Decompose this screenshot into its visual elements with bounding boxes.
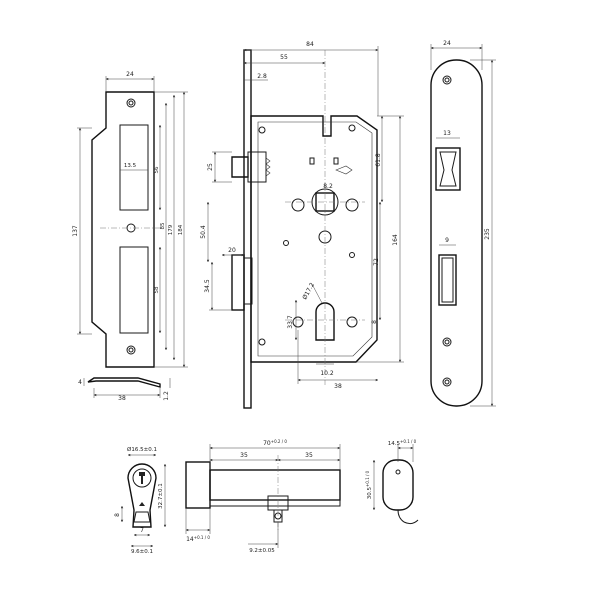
strike-thickness-label: 1.2 (163, 391, 170, 401)
lock-case-outline (250, 115, 378, 363)
cam-height-label: 8 (371, 320, 378, 324)
dead-bolt (231, 254, 245, 311)
face-bottom-screw-hole (442, 337, 452, 347)
strike-slot-depth-label: 13.5 (124, 163, 137, 169)
strike-upper-slot-label: 56 (154, 166, 160, 173)
face-latch-opening (435, 147, 461, 191)
thumbturn-width-top-label: 14.5+0.1 / 0 (388, 439, 417, 447)
strike-bottom-screw-hole (126, 345, 136, 355)
strike-outer-height-label: 184 (178, 224, 184, 235)
cylinder-side-view: 70+0.2 / 0 35 35 14+0.1 / 0 9.2±0.05 (185, 439, 341, 554)
strike-plate-outline (91, 91, 155, 368)
face-top-screw-hole (442, 75, 452, 85)
thumbturn-outline (382, 459, 414, 511)
strike-center-distance-label: 85 (160, 222, 166, 229)
strike-flange-label: 4 (78, 379, 82, 386)
cyl-front-base-width-label: 9.6±0.1 (131, 549, 153, 555)
face-plate-view: 24 13 9 235 (430, 40, 496, 407)
cyl-front-cam-width-label: 7 (140, 527, 144, 534)
latch-bolt (231, 156, 249, 178)
face-bolt-width-label: 9 (445, 237, 449, 244)
lock-backset-label: 55 (280, 54, 288, 61)
thumbturn-knob-side (185, 461, 211, 509)
strike-top-screw-hole (126, 98, 136, 108)
bolt-height-label: 34.5 (204, 279, 211, 293)
cyl-half-b-label: 35 (305, 452, 313, 459)
strike-side-profile (87, 377, 161, 388)
latch-height-label: 25 (207, 163, 214, 171)
spindle-to-cylinder-label: 72 (373, 258, 380, 266)
cylinder-front-view: Ø16.5±0.1 8 32.7±0.1 7 9.6±0.1 (114, 446, 167, 555)
strike-inner-height-label: 179 (168, 224, 174, 235)
cyl-half-a-label: 35 (240, 452, 248, 459)
face-plate-outline (430, 59, 483, 407)
strike-upper-slot (119, 124, 149, 211)
strike-top-width-label: 24 (126, 71, 134, 78)
cylinder-offset-label: 33.7 (287, 315, 294, 329)
cylinder-hole-dia-label: Ø17.2 (301, 282, 316, 301)
cyl-front-diameter-label: Ø16.5±0.1 (127, 446, 157, 453)
faceplate-thickness-label: 2.8 (257, 73, 267, 80)
cyl-front-profile-height-label: 32.7±0.1 (158, 483, 164, 509)
cylinder-front-profile (127, 463, 157, 528)
strike-lower-slot-label: 58 (154, 286, 160, 293)
face-height-label: 235 (484, 228, 491, 240)
cylinder-hole (315, 302, 335, 341)
lock-width-label: 84 (306, 41, 314, 48)
cam-width-label: 10.2 (320, 370, 334, 377)
strike-bottom-width-label: 38 (118, 395, 126, 402)
lock-faceplate-side (243, 49, 252, 409)
lock-body-view: 84 55 2.8 25 50.4 20 34.5 8.2 Ø17.2 33.7… (200, 41, 404, 409)
face-width-label: 24 (443, 40, 451, 47)
thumbturn-width-label: 14+0.1 / 0 (186, 535, 210, 543)
cylinder-backset-label: 38 (334, 383, 342, 390)
bolt-length-label: 20 (228, 247, 236, 254)
cyl-length-label: 70+0.2 / 0 (263, 439, 287, 447)
handle-to-cylinder-label: 50.4 (200, 225, 207, 239)
screw-hole-label: 9.2±0.05 (249, 548, 275, 554)
thumbturn-height-label: 30.5+0.1 / 0 (365, 470, 373, 499)
strike-lower-slot (119, 246, 149, 334)
strike-plate-view: 24 137 13.5 56 58 85 179 184 4 38 1.2 (72, 71, 188, 402)
latch-to-spindle-label: 61.8 (375, 153, 382, 167)
body-height-label: 164 (392, 234, 399, 246)
strike-height-label: 137 (72, 225, 79, 237)
face-latch-width-label: 13 (443, 130, 451, 137)
cyl-front-cam-height-label: 8 (114, 513, 121, 517)
thumbturn-view: 14.5+0.1 / 0 30.5+0.1 / 0 (365, 439, 419, 525)
spindle-square-label: 8.2 (323, 183, 333, 190)
face-bolt-opening (438, 254, 457, 306)
